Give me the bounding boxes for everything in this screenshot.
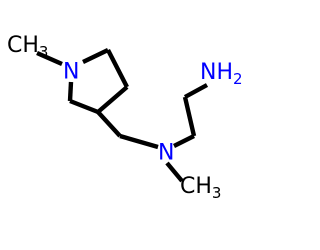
amine-n-label: N bbox=[158, 141, 174, 166]
molecule-diagram: NH2 CH3 N N CH3 bbox=[7, 33, 243, 203]
nh2-label: NH2 bbox=[200, 60, 243, 89]
bond-c4-ch2 bbox=[96, 110, 122, 138]
bond-ring-n-c2 bbox=[82, 48, 109, 64]
methyl-bottom-label: CH3 bbox=[180, 174, 221, 203]
atom-labels: NH2 CH3 N N CH3 bbox=[7, 33, 243, 203]
methyl-top-subscript: 3 bbox=[39, 43, 49, 61]
bond-ethyl-c2-nh2 bbox=[183, 83, 209, 99]
bond-methyl-top-ring-n bbox=[36, 50, 63, 67]
methyl-top-label: CH3 bbox=[7, 33, 48, 62]
bond-amine-n-methyl-bottom bbox=[165, 161, 184, 183]
ring-n-label: N bbox=[63, 60, 79, 85]
bond-ring-c5-n bbox=[67, 81, 74, 102]
nh2-subscript: 2 bbox=[233, 70, 243, 88]
bond-amine-n-ethyl-c1 bbox=[173, 134, 195, 148]
bond-ring-c4-c5 bbox=[69, 98, 99, 115]
methyl-bottom-subscript: 3 bbox=[212, 184, 222, 202]
bond-ethyl-c1-c2 bbox=[182, 96, 197, 137]
bonds bbox=[36, 48, 209, 183]
bond-ring-c2-c3 bbox=[106, 48, 129, 89]
bond-ch2-amine-n bbox=[119, 133, 159, 150]
bond-ring-c3-c4 bbox=[96, 85, 129, 114]
